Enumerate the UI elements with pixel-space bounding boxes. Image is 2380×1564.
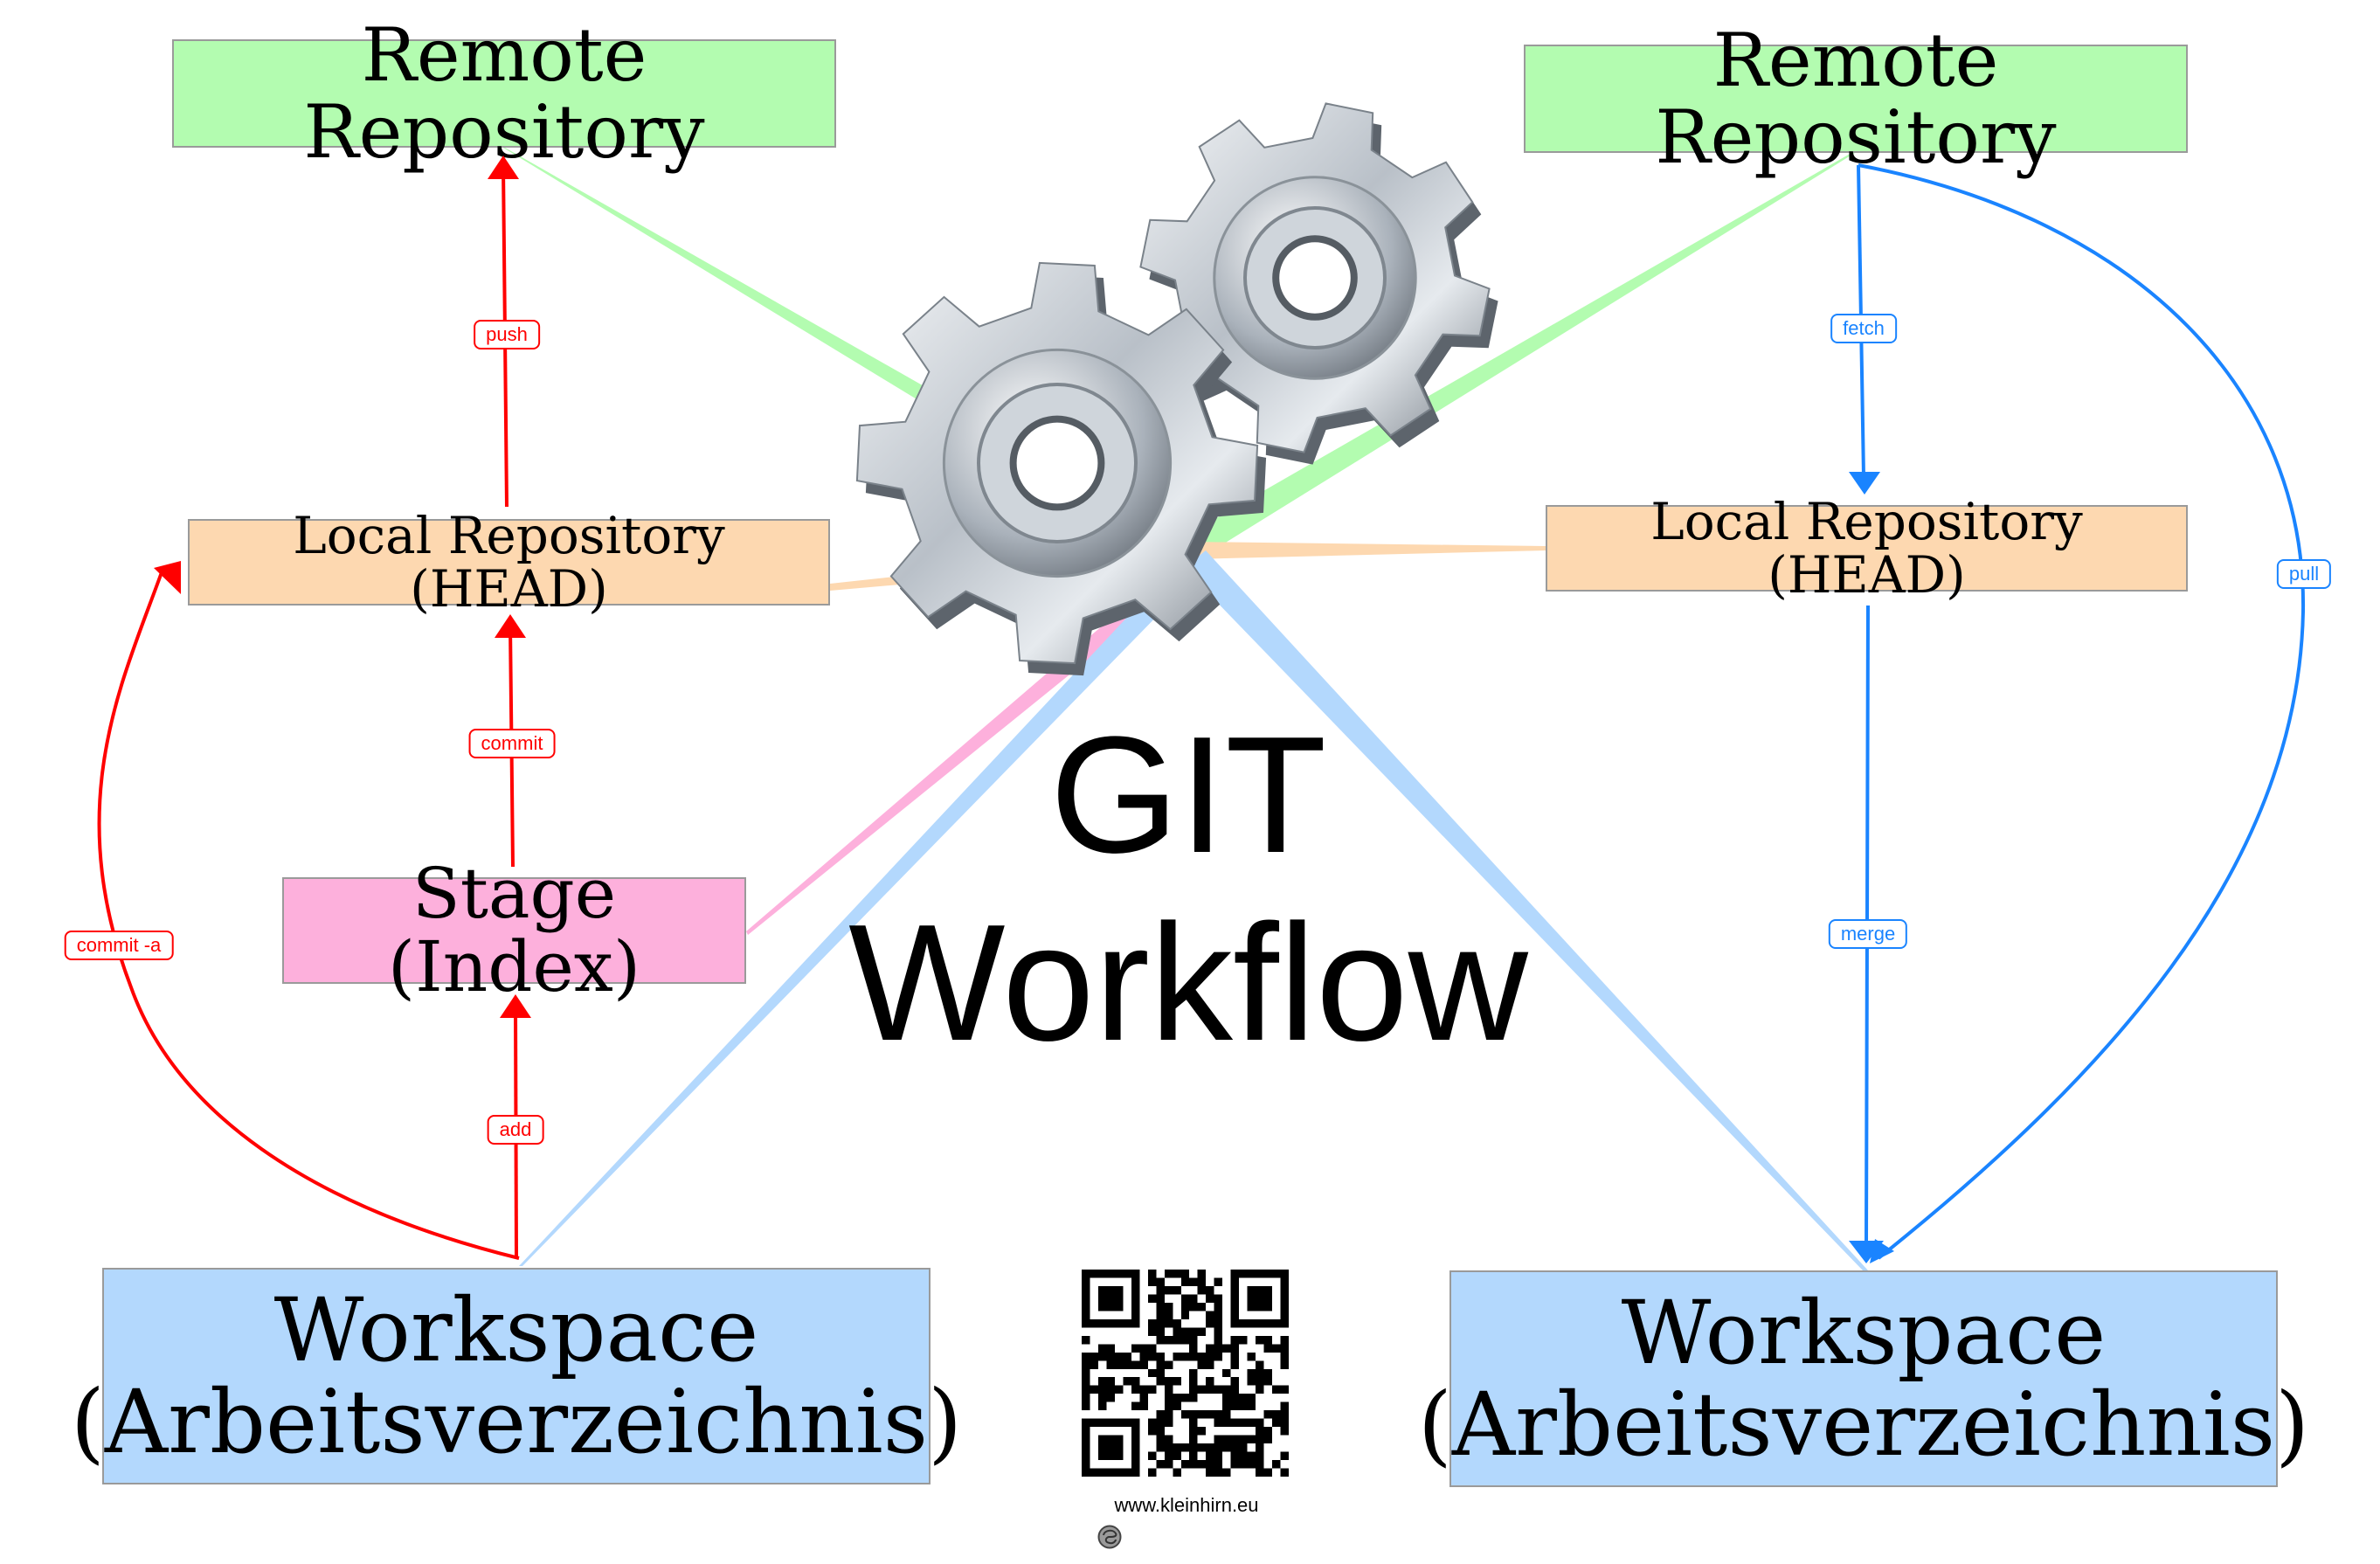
workspace-right-sublabel: (Arbeitsverzeichnis) [1417,1374,2310,1476]
fetch-label: fetch [1830,314,1897,343]
connector-workspace-left [519,556,1204,1266]
workspace-left-sublabel: (Arbeitsverzeichnis) [70,1371,963,1473]
commit-arrowhead [495,614,526,638]
fetch-arrowhead [1849,472,1880,495]
local-repository-right: Local Repository (HEAD) [1546,495,2188,601]
pull-label: pull [2276,559,2332,589]
pull-arrow [1858,163,2306,1260]
stage-index-label: Stage (Index) [387,853,641,1007]
title-line-2: Workflow [848,890,1528,1076]
workspace-left-label: Workspace [273,1279,759,1381]
pull-arrowhead [1870,1239,1894,1263]
add-label: add [487,1115,544,1145]
local-repository-left-label: Local Repository (HEAD) [293,505,725,619]
commit-all-label: commit -a [64,931,174,960]
connector-workspace-right [1184,550,1868,1270]
remote-repository-right: Remote Repository [1524,22,2188,176]
local-repository-left: Local Repository (HEAD) [188,509,830,615]
connector-remote-right [1181,153,1855,559]
merge-label: merge [1828,919,1908,949]
gear-front-icon-hole [1009,415,1105,511]
workspace-right: Workspace(Arbeitsverzeichnis) [1418,1270,2309,1487]
push-label: push [474,320,540,349]
local-repository-right-label: Local Repository (HEAD) [1650,491,2083,605]
add-arrowhead [500,994,531,1018]
remote-repository-right-label: Remote Repository [1655,17,2057,180]
title-line-1: GIT [1049,702,1327,888]
remote-repository-left: Remote Repository [172,17,836,170]
push-arrowhead [488,156,519,179]
website-url[interactable]: www.kleinhirn.eu [1114,1494,1259,1516]
brain-icon [1097,1525,1122,1549]
commit-label: commit [468,729,556,758]
qr-code-icon[interactable] [1082,1270,1289,1477]
commit-all-arrowhead [154,561,181,594]
stage-index: Stage (Index) [282,857,746,1004]
connector-local-right [1190,542,1546,559]
commit-all-arrow [97,571,520,1260]
gear-back-icon-hole [1272,235,1358,321]
workspace-left: Workspace(Arbeitsverzeichnis) [71,1268,962,1484]
workspace-right-label: Workspace [1621,1282,2107,1384]
